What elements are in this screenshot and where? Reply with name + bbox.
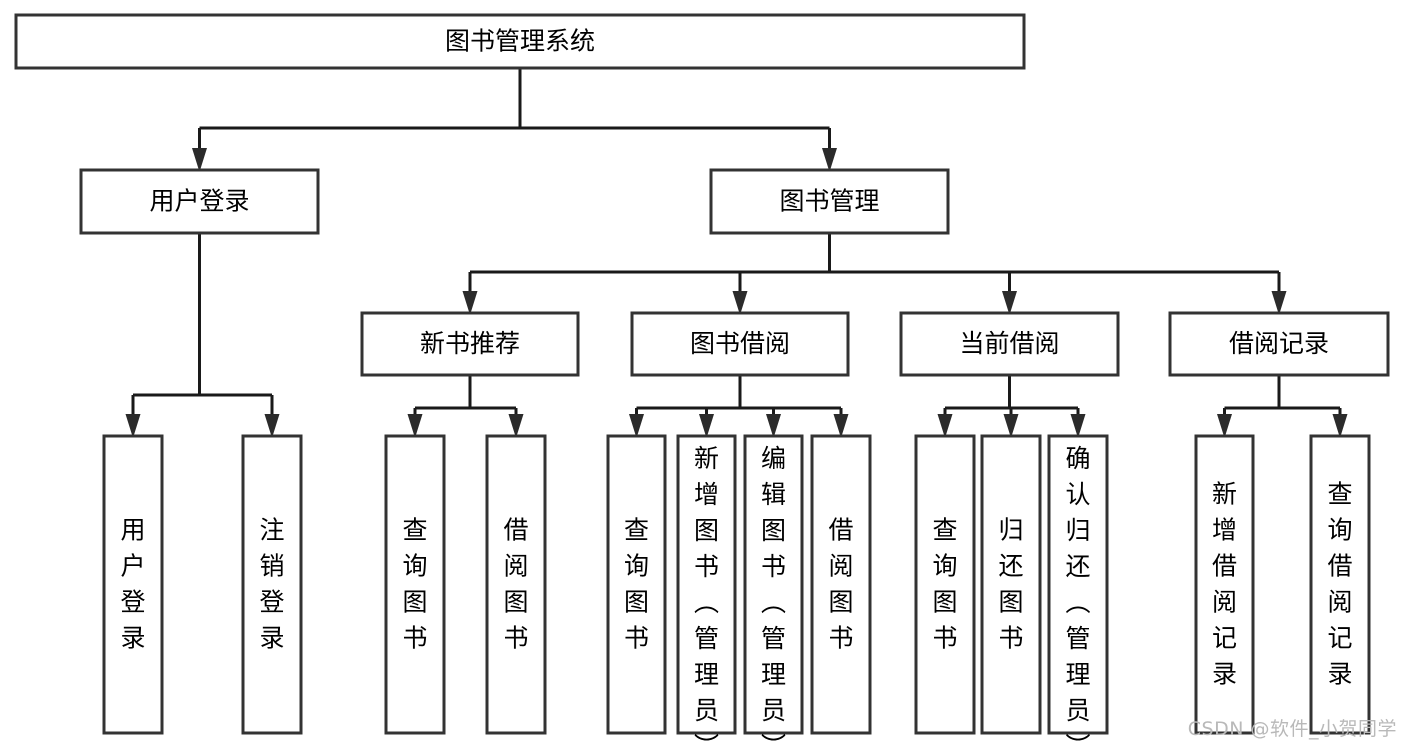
node-label: 新书推荐 [420, 329, 520, 358]
node-n_new_book[interactable]: 新书推荐 [360, 311, 580, 377]
node-l_bb_add[interactable]: 新增图书︵管理员︶ [676, 434, 737, 747]
node-box[interactable] [241, 434, 303, 735]
connector-group-n_current [937, 375, 1086, 438]
arrowhead-icon [833, 414, 849, 438]
arrowhead-icon [1217, 414, 1232, 438]
node-layer: 图书管理系统用户登录图书管理新书推荐图书借阅当前借阅借阅记录用户登录注销登录查询… [14, 13, 1390, 747]
node-box[interactable] [1047, 434, 1109, 735]
node-label: 图书借阅 [690, 329, 790, 358]
arrowhead-icon [1003, 414, 1019, 438]
arrowhead-icon [508, 414, 524, 438]
node-label: 查询图书 [624, 516, 649, 653]
node-label: 用户登录 [149, 187, 249, 216]
connector-group-n_borrow [629, 375, 849, 438]
csdn-watermark: CSDN @软件_小贺同学 [1187, 718, 1397, 740]
arrowhead-icon [1332, 414, 1348, 438]
arrowhead-icon [1002, 291, 1017, 315]
arrowhead-icon [1271, 291, 1287, 315]
node-label: 新增图书︵管理员︶ [694, 444, 719, 747]
arrowhead-icon [937, 414, 953, 438]
node-l_nb_borrow[interactable]: 借阅图书 [485, 434, 547, 735]
arrowhead-icon [699, 414, 714, 438]
node-l_rec_add[interactable]: 新增借阅记录 [1194, 434, 1255, 735]
arrowhead-icon [822, 148, 837, 172]
node-l_bb_query[interactable]: 查询图书 [606, 434, 667, 735]
node-label: 图书管理 [779, 187, 879, 216]
node-label: 确认归还︵管理员︶ [1065, 444, 1090, 747]
node-box[interactable] [79, 168, 320, 235]
node-box[interactable] [676, 434, 737, 735]
node-n_current[interactable]: 当前借阅 [899, 311, 1120, 377]
node-box[interactable] [1194, 434, 1255, 735]
node-box[interactable] [899, 311, 1120, 377]
node-root[interactable]: 图书管理系统 [14, 13, 1026, 70]
connector-group-n_book_manage [462, 233, 1287, 315]
arrowhead-icon [264, 414, 280, 438]
connector-layer [125, 68, 1348, 438]
connector-group-root [192, 68, 837, 172]
node-box[interactable] [1168, 311, 1390, 377]
node-label: 查询图书 [932, 516, 957, 653]
node-box[interactable] [606, 434, 667, 735]
node-l_cur_confirm[interactable]: 确认归还︵管理员︶ [1047, 434, 1109, 747]
node-n_record[interactable]: 借阅记录 [1168, 311, 1390, 377]
node-box[interactable] [485, 434, 547, 735]
arrowhead-icon [1070, 414, 1086, 438]
node-label: 用户登录 [120, 516, 145, 653]
connector-group-n_new_book [407, 375, 524, 438]
arrowhead-icon [125, 414, 141, 438]
node-label: 注销登录 [259, 516, 284, 653]
node-label: 编辑图书︵管理员︶ [761, 444, 786, 747]
node-label: 新增借阅记录 [1212, 480, 1237, 689]
node-box[interactable] [914, 434, 976, 735]
node-box[interactable] [810, 434, 872, 735]
node-l_cur_return[interactable]: 归还图书 [980, 434, 1042, 735]
arrowhead-icon [629, 414, 644, 438]
node-l_user_login[interactable]: 用户登录 [102, 434, 164, 735]
node-l_cur_query[interactable]: 查询图书 [914, 434, 976, 735]
connector-group-n_record [1217, 375, 1348, 438]
node-n_borrow[interactable]: 图书借阅 [630, 311, 850, 377]
node-box[interactable] [360, 311, 580, 377]
node-n_book_manage[interactable]: 图书管理 [709, 168, 950, 235]
node-l_user_logout[interactable]: 注销登录 [241, 434, 303, 735]
node-box[interactable] [102, 434, 164, 735]
connector-group-n_user_login [125, 233, 280, 438]
node-box[interactable] [14, 13, 1026, 70]
node-box[interactable] [743, 434, 804, 735]
node-label: 归还图书 [998, 516, 1023, 653]
arrowhead-icon [766, 414, 781, 438]
node-box[interactable] [1309, 434, 1371, 735]
node-box[interactable] [980, 434, 1042, 735]
node-l_bb_edit[interactable]: 编辑图书︵管理员︶ [743, 434, 804, 747]
node-box[interactable] [630, 311, 850, 377]
node-box[interactable] [384, 434, 446, 735]
node-label: 借阅图书 [828, 516, 853, 653]
node-label: 查询图书 [402, 516, 427, 653]
arrowhead-icon [732, 291, 748, 315]
node-box[interactable] [709, 168, 950, 235]
node-label: 借阅图书 [503, 516, 528, 653]
node-l_rec_query[interactable]: 查询借阅记录 [1309, 434, 1371, 735]
node-label: 当前借阅 [959, 329, 1059, 358]
node-l_bb_borrow[interactable]: 借阅图书 [810, 434, 872, 735]
node-label: 查询借阅记录 [1327, 480, 1352, 689]
node-label: 借阅记录 [1229, 329, 1329, 358]
arrowhead-icon [192, 148, 207, 172]
node-l_nb_query[interactable]: 查询图书 [384, 434, 446, 735]
arrowhead-icon [407, 414, 423, 438]
node-label: 图书管理系统 [445, 27, 595, 56]
arrowhead-icon [462, 291, 478, 315]
node-n_user_login[interactable]: 用户登录 [79, 168, 320, 235]
